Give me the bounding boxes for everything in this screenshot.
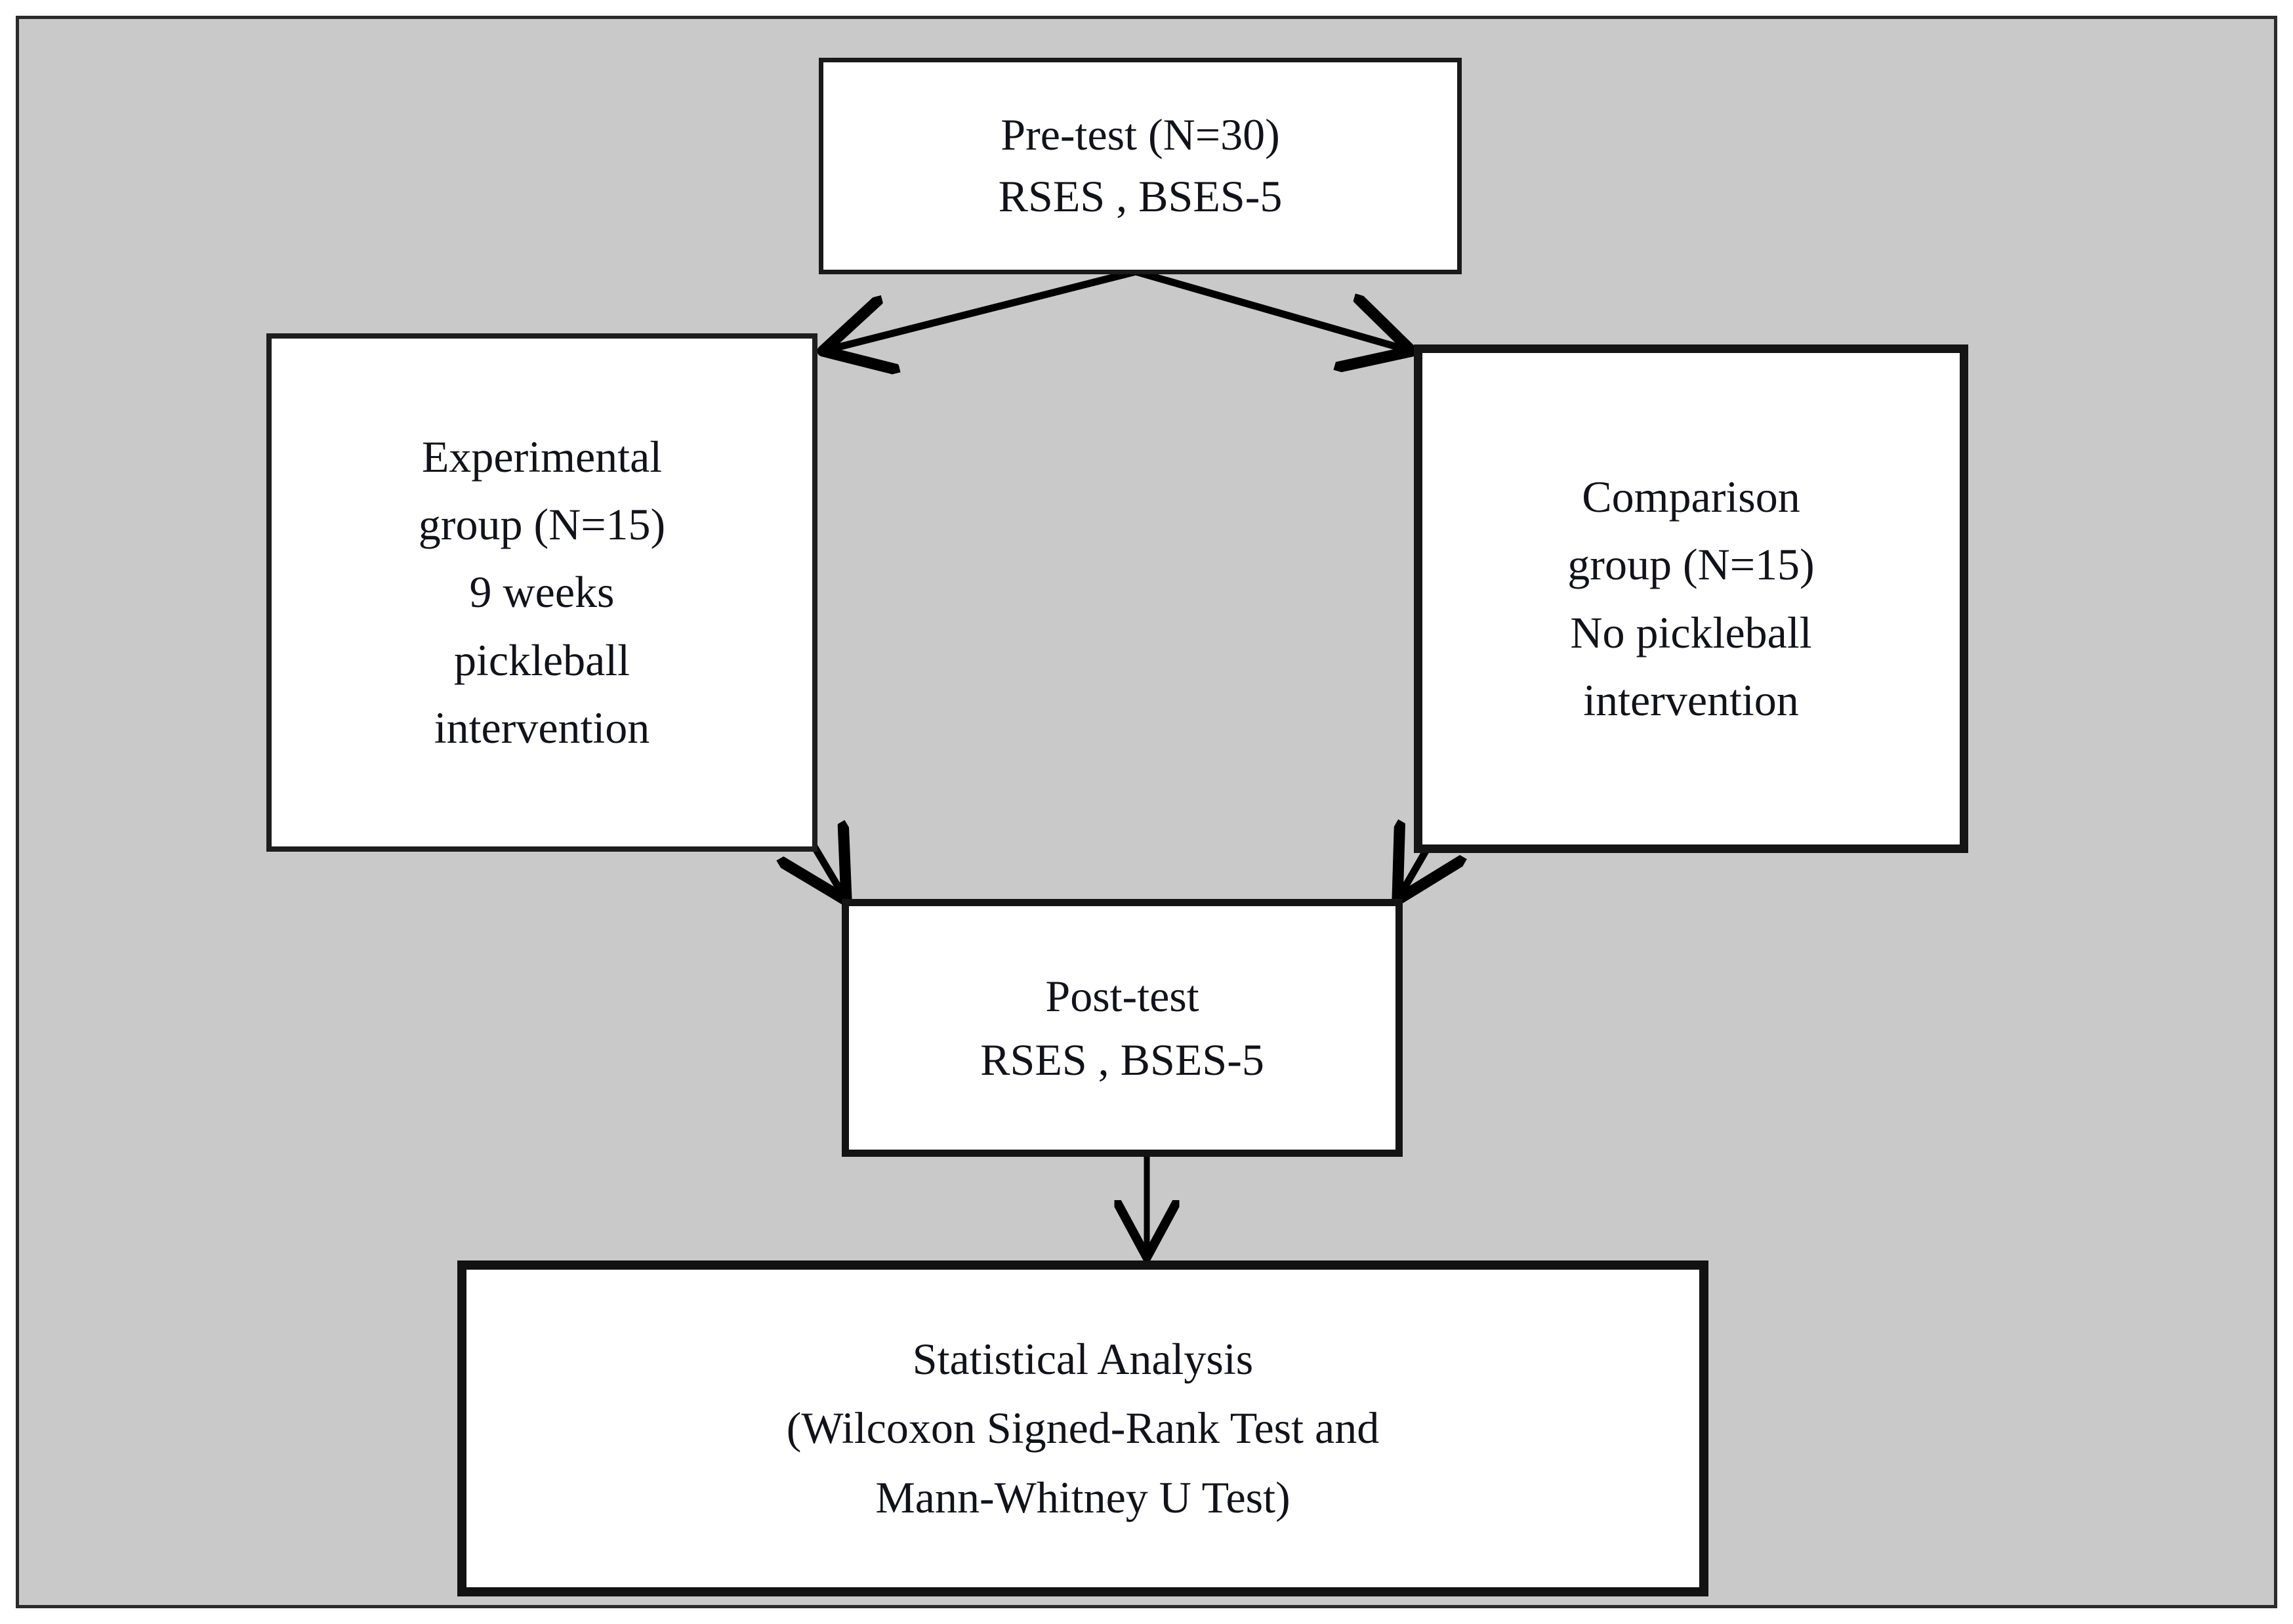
node-statistical-analysis: Statistical Analysis (Wilcoxon Signed-Ra… [457, 1260, 1708, 1596]
node-posttest: Post-test RSES , BSES-5 [842, 899, 1403, 1157]
node-comparison-line-3: No pickleball [1570, 607, 1812, 657]
node-comparison-line-2: group (N=15) [1567, 539, 1815, 590]
node-pretest-line-1: Pre-test (N=30) [1001, 110, 1280, 160]
node-experimental-line-1: Experimental [421, 431, 663, 482]
node-experimental-group: Experimental group (N=15) 9 weeks pickle… [266, 333, 817, 852]
node-comparison-line-1: Comparison [1582, 471, 1800, 522]
node-statistical-line-3: Mann-Whitney U Test) [875, 1472, 1291, 1522]
node-pretest: Pre-test (N=30) RSES , BSES-5 [819, 58, 1462, 274]
node-experimental-line-2: group (N=15) [418, 499, 666, 549]
node-posttest-line-2: RSES , BSES-5 [980, 1034, 1264, 1085]
node-experimental-line-3: 9 weeks [469, 567, 615, 617]
node-posttest-line-1: Post-test [1045, 970, 1199, 1021]
node-comparison-line-4: intervention [1583, 675, 1799, 725]
node-comparison-group: Comparison group (N=15) No pickleball in… [1414, 344, 1968, 853]
node-statistical-line-2: (Wilcoxon Signed-Rank Test and [786, 1403, 1380, 1453]
node-experimental-line-5: intervention [434, 703, 650, 753]
node-pretest-line-2: RSES , BSES-5 [998, 171, 1283, 221]
node-statistical-line-1: Statistical Analysis [912, 1333, 1254, 1384]
node-experimental-line-4: pickleball [453, 635, 630, 685]
